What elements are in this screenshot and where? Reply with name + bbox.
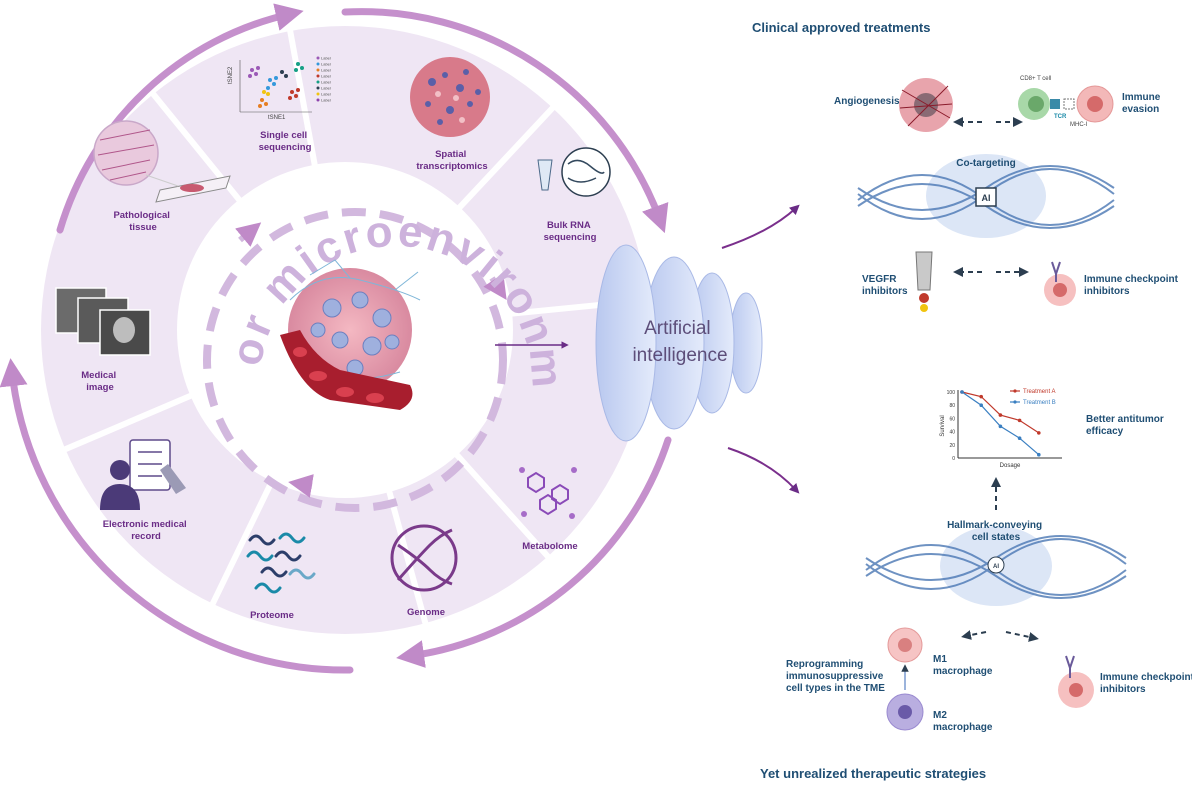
pathology-icon [93,120,231,203]
clinical-section: Clinical approved treatments Angiogenesi… [752,20,1181,312]
data-point [1017,436,1022,441]
ai-label: Artificial intelligence [632,318,727,366]
ai-lenses: Artificial intelligence [495,204,800,494]
ai-to-unrealized-arrow [727,447,800,494]
data-point [1037,431,1041,435]
svg-text:Label: Label [321,62,331,67]
lens-1 [595,244,657,442]
label-tcr: TCR [1054,114,1067,120]
label-cd8: CD8+ T cell [1020,76,1051,82]
chart-y-tick-label: 80 [949,403,955,409]
unrealized-title: Yet unrealized therapeutic strategies [760,766,986,781]
unrealized-section: Survival Dosage 100 80 60 40 20 0 Treatment A… [760,389,1192,781]
tsne-legend: Label Label Label Label Label Label Labe… [316,56,331,103]
ai-chip-label: AI [982,193,991,203]
chart-legend: Treatment A Treatment B [1010,389,1056,406]
genome-icon [390,524,458,592]
tsne-y-label: tSNE2 [228,66,234,84]
chart-y-ticks: 100 80 60 40 20 0 [947,390,956,462]
inner-cycle-arrow-top [235,222,262,247]
tsne-clusters [248,62,304,108]
tsne-x-label: tSNE1 [268,115,286,121]
svg-text:Label: Label [321,68,331,73]
checkpoint-inhibitor-icon-top [1044,261,1076,306]
svg-text:Label: Label [321,98,331,103]
chart-y-tick-label: 20 [949,443,955,449]
label-medical-image: Medical image [81,370,119,393]
label-pathological: Pathological tissue [113,210,172,233]
m1-macrophage-icon [887,627,923,663]
chart-y-tick-label: 100 [947,390,956,396]
label-hallmark: Hallmark-conveying cell states [947,520,1045,543]
m2-macrophage-icon [886,693,924,731]
legend-label: Treatment A [1023,389,1055,395]
lens-4 [729,292,763,394]
chart-y-label: Survival [940,415,946,436]
label-mhc: MHC-I [1070,122,1088,128]
emr-icon [100,439,186,510]
label-bulk-rna: Bulk RNA sequencing [544,220,597,243]
co-targeting-network: AI [857,154,1115,238]
label-proteome: Proteome [250,610,294,621]
label-genome: Genome [407,607,445,618]
data-point [1017,418,1022,423]
tsne-plot: tSNE2 tSNE1 Label Label Label Label Labe… [228,56,331,122]
immune-evasion-icon [1018,85,1114,123]
svg-text:Label: Label [321,80,331,85]
chart-y-tick-label: 40 [949,430,955,436]
label-emr: Electronic medical record [103,519,190,542]
bulk-rna-icon [537,147,611,197]
chart-y-tick-label: 60 [949,416,955,422]
label-m1: M1 macrophage [933,654,993,677]
outer-cycle-arrows [0,3,672,674]
inner-cycle-arrow-bottom [288,474,314,498]
hallmark-network: AI [865,526,1127,606]
data-point [979,403,983,408]
survival-chart: Survival Dosage 100 80 60 40 20 0 Treatment A… [940,389,1062,469]
tumor-illustration [280,259,421,410]
data-point [1037,452,1041,457]
svg-text:Label: Label [321,74,331,79]
proteome-icon [246,532,316,594]
label-better-efficacy: Better antitumor efficacy [1086,414,1167,437]
svg-text:Label: Label [321,86,331,91]
label-angiogenesis: Angiogenesis [834,96,900,107]
data-point [998,413,1003,417]
label-spatial: Spatial transcriptomics [416,149,487,172]
legend-label: Treatment B [1023,400,1056,406]
label-single-cell: Single cell sequencing [259,130,312,153]
vegfr-inhibitor-icon [915,251,933,312]
ai-chip-label-2: AI [993,564,999,570]
data-point [960,390,964,394]
clinical-title: Clinical approved treatments [752,20,930,35]
label-checkpoint-top: Immune checkpoint inhibitors [1084,274,1181,297]
angiogenesis-tumor-icon [899,78,953,132]
inner-cycle-arrow-right [483,273,507,300]
data-point [979,394,983,399]
checkpoint-inhibitor-icon-bottom [1058,655,1094,708]
svg-text:Label: Label [321,56,331,61]
label-metabolome: Metabolome [522,541,577,552]
label-vegfr: VEGFR inhibitors [862,274,908,297]
data-point [998,424,1003,429]
chart-x-label: Dosage [1000,463,1021,469]
label-m2: M2 macrophage [933,710,993,733]
medical-image-icon [55,287,151,356]
dashed-cycle-ring [203,208,507,512]
metabolome-icon [519,467,577,519]
svg-text:Label: Label [321,92,331,97]
label-checkpoint-bottom: Immune checkpoint inhibitors [1100,672,1192,695]
legend-marker [1013,400,1017,404]
omics-wheel: Tumor microenvironment [0,0,672,674]
chart-y-tick-label: 0 [952,456,955,462]
unrealized-dashed-arrows [961,630,1039,642]
ai-to-clinical-arrow [721,204,800,249]
spatial-transcriptomics-icon [410,57,490,137]
label-reprogramming: Reprogramming immunosuppressive cell typ… [786,659,886,694]
legend-marker [1013,389,1017,393]
label-immune-evasion: Immune evasion [1122,92,1163,115]
label-co-targeting: Co-targeting [956,158,1015,169]
chart-series [960,390,1041,457]
